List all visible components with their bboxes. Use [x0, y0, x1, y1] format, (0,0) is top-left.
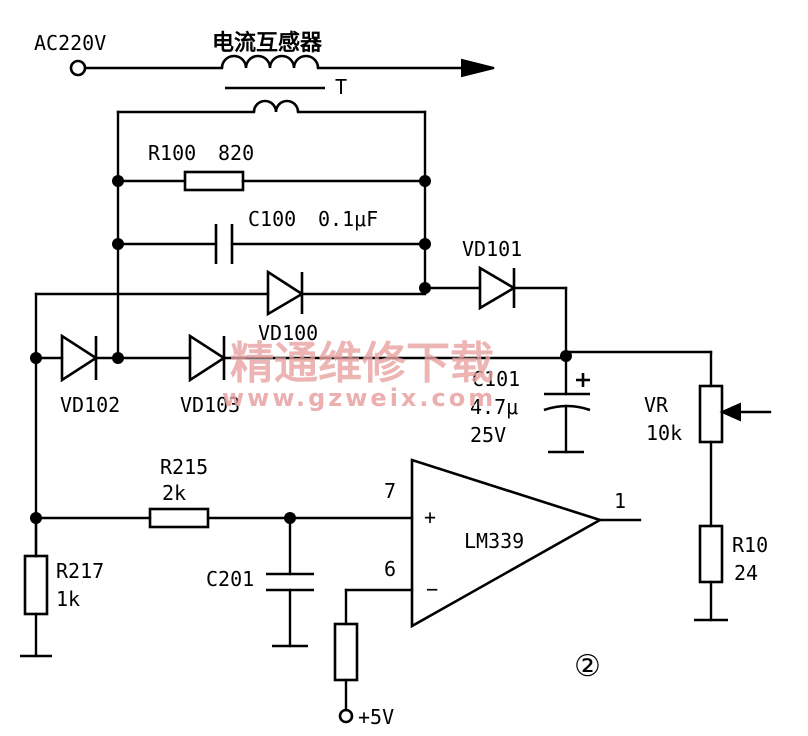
vd103-ref: VD103: [180, 393, 240, 417]
diode-vd103: [188, 333, 568, 383]
figure-number: ②: [574, 649, 601, 684]
lm339-minus-sign: −: [426, 577, 438, 601]
vd100-ref: VD100: [258, 321, 318, 345]
c101-ref: C101: [472, 367, 520, 391]
vr-ref: VR: [644, 393, 669, 417]
transformer-primary-coil: [220, 54, 320, 69]
r217-value: 1k: [56, 587, 80, 611]
c201-ref: C201: [206, 567, 254, 591]
junction-dots: [30, 175, 572, 524]
ac-input-terminal: [69, 59, 87, 77]
r217-ref: R217: [56, 559, 104, 583]
r10-value: 24: [734, 561, 758, 585]
watermark-url: www.gzweix.com: [222, 384, 496, 412]
transformer-ref: T: [335, 75, 347, 99]
ac-source-label: AC220V: [34, 31, 106, 55]
diode-vd100: [34, 269, 427, 317]
r10-ref: R10: [732, 533, 768, 557]
comparator-lm339: [344, 458, 642, 629]
lm339-plus-sign: +: [424, 505, 436, 529]
ac-input-line: [69, 54, 495, 78]
watermark-text: 精通维修下载: [230, 338, 494, 389]
vd102-ref: VD102: [60, 393, 120, 417]
resistor-r100: [116, 170, 427, 192]
capacitor-c100: [116, 224, 427, 264]
lm339-ref: LM339: [464, 529, 524, 553]
r215-ref: R215: [160, 455, 208, 479]
c101-value: 4.7μ: [470, 395, 518, 419]
transformer-title: 电流互感器: [212, 30, 323, 56]
c101-voltage: 25V: [470, 423, 506, 447]
vr-value: 10k: [646, 421, 682, 445]
resistor-r215: [34, 507, 414, 529]
resistor-r217: [20, 516, 52, 658]
vd101-ref: VD101: [462, 237, 522, 261]
r100-ref: R100: [148, 141, 196, 165]
supply-label: +5V: [358, 705, 394, 729]
current-direction-arrow: [461, 58, 495, 78]
r100-value: 820: [218, 141, 254, 165]
lm339-pin-out: 1: [614, 489, 626, 513]
potentiometer-vr: [564, 350, 772, 528]
c100-ref: C100: [248, 207, 296, 231]
supply-terminal: [338, 708, 354, 724]
c100-value: 0.1μF: [318, 207, 378, 231]
transformer-secondary-coil: [252, 99, 300, 113]
r215-value: 2k: [162, 481, 186, 505]
capacitor-c201: [266, 516, 314, 648]
capacitor-c101: [543, 354, 591, 454]
resistor-pullup: [333, 622, 359, 724]
diode-vd101: [423, 265, 568, 358]
lm339-pin-minus: 6: [384, 557, 396, 581]
resistor-r10: [694, 524, 728, 622]
lm339-pin-plus: 7: [384, 479, 396, 503]
